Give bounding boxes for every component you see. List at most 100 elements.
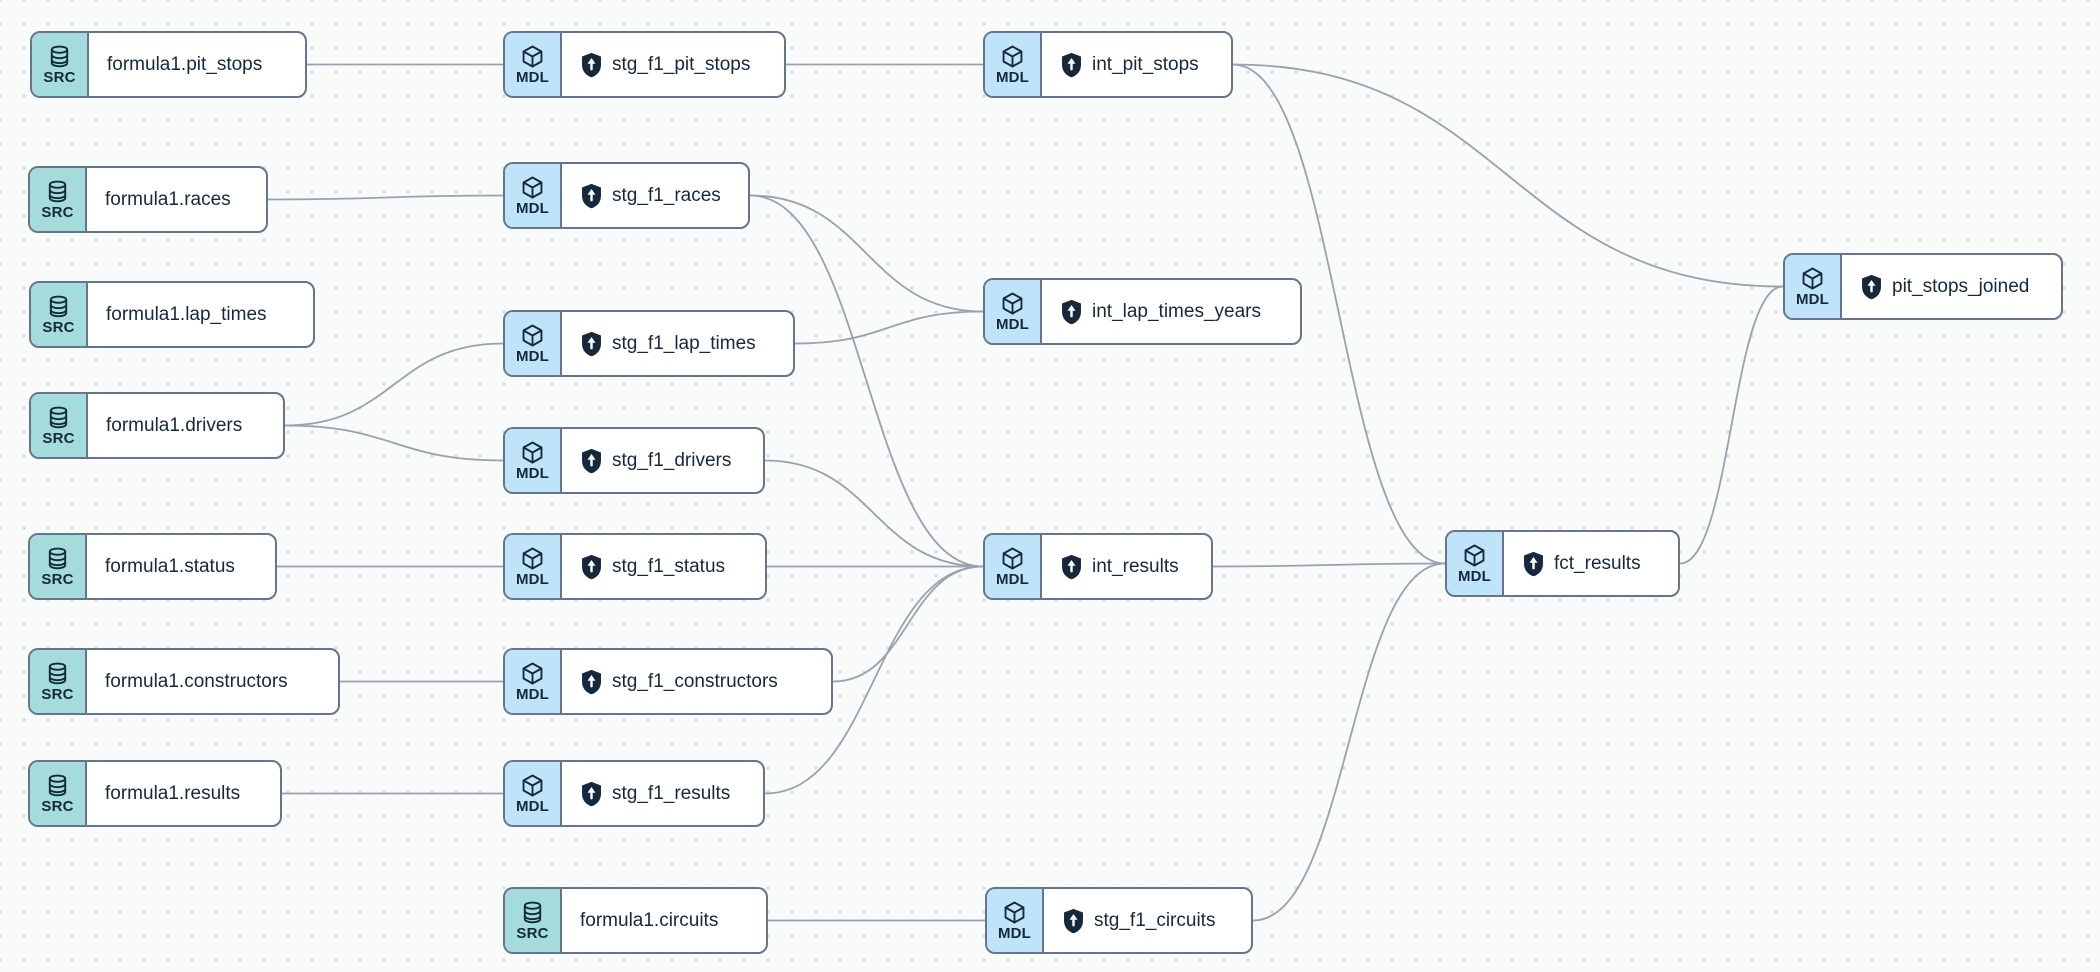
shield-icon <box>582 52 601 77</box>
lineage-node-stg_f1_circuits[interactable]: MDL stg_f1_circuits <box>985 887 1253 954</box>
lineage-node-src_races[interactable]: SRC formula1.races <box>28 166 268 233</box>
badge-label: SRC <box>516 924 549 942</box>
node-body: stg_f1_races <box>562 164 748 227</box>
edge-int_results-to-fct_results <box>1212 562 1446 568</box>
lineage-node-stg_f1_lap_times[interactable]: MDL stg_f1_lap_times <box>503 310 795 377</box>
badge-label: MDL <box>515 464 550 482</box>
model-badge: MDL <box>987 889 1044 952</box>
lineage-node-src_results[interactable]: SRC formula1.results <box>28 760 282 827</box>
source-badge: SRC <box>30 762 87 825</box>
node-body: stg_f1_lap_times <box>562 312 793 375</box>
badge-label: SRC <box>41 203 74 221</box>
lineage-node-stg_f1_status[interactable]: MDL stg_f1_status <box>503 533 767 600</box>
lineage-node-src_constructors[interactable]: SRC formula1.constructors <box>28 648 340 715</box>
node-label: stg_f1_constructors <box>612 670 778 692</box>
lineage-node-stg_f1_drivers[interactable]: MDL stg_f1_drivers <box>503 427 765 494</box>
source-badge: SRC <box>30 650 87 713</box>
source-badge: SRC <box>32 33 89 96</box>
lineage-node-pit_stops_joined[interactable]: MDL pit_stops_joined <box>1783 253 2063 320</box>
badge-label: MDL <box>515 347 550 365</box>
lineage-node-int_pit_stops[interactable]: MDL int_pit_stops <box>983 31 1233 98</box>
shield-icon <box>582 331 601 356</box>
node-label: stg_f1_pit_stops <box>612 53 751 75</box>
shield-icon <box>582 554 601 579</box>
lineage-node-stg_f1_constructors[interactable]: MDL stg_f1_constructors <box>503 648 833 715</box>
edge-stg_f1_drivers-to-int_results <box>764 459 984 568</box>
source-badge: SRC <box>30 168 87 231</box>
edge-src_drivers-to-stg_f1_drivers <box>284 424 504 462</box>
model-badge: MDL <box>505 33 562 96</box>
node-body: formula1.lap_times <box>88 283 313 346</box>
badge-label: MDL <box>515 797 550 815</box>
shield-icon <box>1062 554 1081 579</box>
badge-label: MDL <box>515 68 550 86</box>
database-icon <box>49 295 68 317</box>
database-icon <box>48 662 67 684</box>
model-badge: MDL <box>505 535 562 598</box>
lineage-node-stg_f1_races[interactable]: MDL stg_f1_races <box>503 162 750 229</box>
database-icon <box>48 180 67 202</box>
node-label: formula1.results <box>105 782 241 804</box>
badge-label: MDL <box>995 68 1030 86</box>
edge-stg_f1_circuits-to-fct_results <box>1252 562 1446 922</box>
shield-icon <box>1524 551 1543 576</box>
cube-icon <box>1802 267 1823 290</box>
model-badge: MDL <box>505 650 562 713</box>
badge-label: MDL <box>515 570 550 588</box>
node-label: formula1.pit_stops <box>107 53 263 75</box>
node-body: stg_f1_circuits <box>1044 889 1251 952</box>
node-label: stg_f1_drivers <box>612 449 732 471</box>
node-label: formula1.lap_times <box>106 303 267 325</box>
lineage-node-src_pit_stops[interactable]: SRC formula1.pit_stops <box>30 31 307 98</box>
node-body: formula1.drivers <box>88 394 283 457</box>
model-badge: MDL <box>505 762 562 825</box>
lineage-node-stg_f1_pit_stops[interactable]: MDL stg_f1_pit_stops <box>503 31 786 98</box>
cube-icon <box>522 547 543 570</box>
badge-label: SRC <box>43 68 76 86</box>
cube-icon <box>522 774 543 797</box>
node-label: formula1.status <box>105 555 235 577</box>
model-badge: MDL <box>985 535 1042 598</box>
badge-label: MDL <box>1457 567 1492 585</box>
lineage-node-int_lap_times_years[interactable]: MDL int_lap_times_years <box>983 278 1302 345</box>
node-label: formula1.constructors <box>105 670 288 692</box>
lineage-node-src_circuits[interactable]: SRC formula1.circuits <box>503 887 768 954</box>
badge-label: MDL <box>997 924 1032 942</box>
model-badge: MDL <box>505 429 562 492</box>
node-body: formula1.races <box>87 168 266 231</box>
cube-icon <box>522 441 543 464</box>
source-badge: SRC <box>31 394 88 457</box>
cube-icon <box>1464 544 1485 567</box>
node-label: formula1.races <box>105 188 231 210</box>
edge-int_pit_stops-to-pit_stops_joined <box>1232 63 1784 288</box>
badge-label: MDL <box>515 685 550 703</box>
badge-label: SRC <box>41 797 74 815</box>
cube-icon <box>522 324 543 347</box>
node-label: formula1.circuits <box>580 909 719 931</box>
node-label: pit_stops_joined <box>1892 275 2030 297</box>
model-badge: MDL <box>505 312 562 375</box>
node-body: fct_results <box>1504 532 1678 595</box>
shield-icon <box>1062 299 1081 324</box>
badge-label: MDL <box>515 199 550 217</box>
edge-stg_f1_races-to-int_results <box>749 194 984 568</box>
node-body: pit_stops_joined <box>1842 255 2061 318</box>
edge-stg_f1_constructors-to-int_results <box>832 565 984 683</box>
lineage-node-fct_results[interactable]: MDL fct_results <box>1445 530 1680 597</box>
lineage-node-int_results[interactable]: MDL int_results <box>983 533 1213 600</box>
shield-icon <box>1862 274 1881 299</box>
node-label: int_pit_stops <box>1092 53 1199 75</box>
model-badge: MDL <box>1447 532 1504 595</box>
lineage-node-stg_f1_results[interactable]: MDL stg_f1_results <box>503 760 765 827</box>
cube-icon <box>1004 901 1025 924</box>
edge-stg_f1_races-to-int_lap_times_years <box>749 194 984 313</box>
node-label: int_results <box>1092 555 1179 577</box>
database-icon <box>49 406 68 428</box>
node-label: stg_f1_circuits <box>1094 909 1216 931</box>
node-body: int_pit_stops <box>1042 33 1231 96</box>
